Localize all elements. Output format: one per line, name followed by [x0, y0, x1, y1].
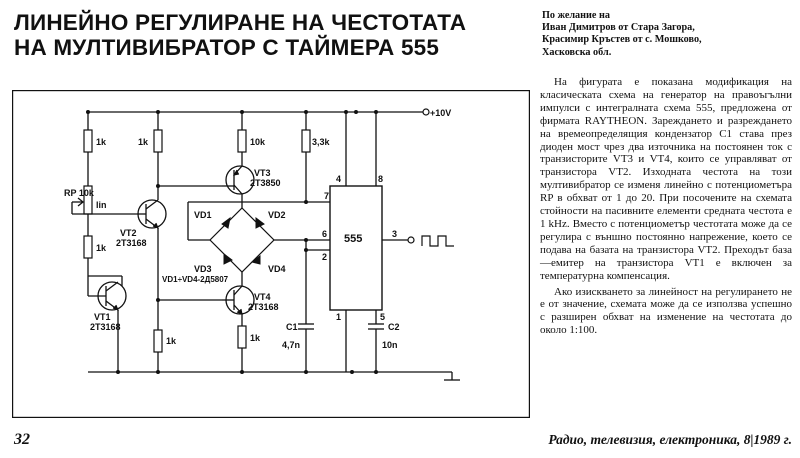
- article-body: На фигурата е показана модификация на кл…: [540, 76, 792, 337]
- resistor-r5: [301, 129, 311, 153]
- square-wave-icon: [421, 235, 454, 247]
- supply-label: +10V: [430, 108, 451, 118]
- vt4-label: VT4: [254, 292, 271, 302]
- resistor-r3: [153, 129, 163, 153]
- circuit-schematic: +10V 1k RP 10k lin 1k VT2: [12, 90, 530, 418]
- title-line-1: ЛИНЕЙНО РЕГУЛИРАНЕ НА ЧЕСТОТАТА: [14, 10, 467, 35]
- vt1-label: VT1: [94, 312, 111, 322]
- vt2-label: VT2: [120, 228, 137, 238]
- diode-bridge: VD1 VD2 VD3 VD4 VD1÷VD4-2Д5807: [162, 207, 286, 284]
- vd4-label: VD4: [268, 264, 286, 274]
- ic-555: 555 4 8 3 1 5: [329, 110, 408, 372]
- journal-footer: Радио, телевизия, електроника, 8|1989 г.: [548, 432, 792, 447]
- rp-value: RP 10k: [64, 188, 95, 198]
- resistor-r4: [237, 129, 247, 153]
- capacitor-c2: C2 10n: [368, 322, 400, 372]
- pin7-label: 7: [324, 191, 329, 201]
- paragraph: На фигурата е показана модификация на кл…: [540, 76, 792, 282]
- pin1-label: 1: [336, 312, 341, 322]
- article-title: ЛИНЕЙНО РЕГУЛИРАНЕ НА ЧЕСТОТАТА НА МУЛТИ…: [14, 10, 534, 60]
- vt1-type: 2T3168: [90, 322, 121, 332]
- resistor-r6: [153, 329, 163, 353]
- title-line-2: НА МУЛТИВИБРАТОР С ТАЙМЕРА 555: [14, 35, 440, 60]
- c1-value: 4,7n: [282, 340, 300, 350]
- pin8-label: 8: [378, 174, 383, 184]
- pin4-label: 4: [336, 174, 341, 184]
- byline-line: По желание на: [542, 10, 610, 21]
- pin3-label: 3: [392, 229, 397, 239]
- paragraph: Ако изискването за линейност на регулира…: [540, 285, 792, 337]
- vd1-label: VD1: [194, 210, 212, 220]
- transistor-vt1: VT1 2T3168: [90, 281, 127, 332]
- ic-label: 555: [344, 233, 362, 245]
- transistor-vt3: VT3 2T3850: [222, 165, 281, 195]
- byline-line: Хасковска обл.: [542, 46, 612, 58]
- resistor-r2: [83, 235, 93, 259]
- page-number: 32: [14, 431, 30, 448]
- r7-value: 1k: [250, 333, 261, 343]
- capacitor-c1: C1 4,7n: [282, 322, 314, 372]
- r3-value: 1k: [138, 137, 149, 147]
- output-terminal: [407, 235, 454, 247]
- ground-rail: [88, 370, 460, 381]
- c1-label: C1: [286, 322, 298, 332]
- transistor-vt2: VT2 2T3168: [116, 199, 167, 248]
- c2-value: 10n: [382, 340, 398, 350]
- vd2-label: VD2: [268, 210, 286, 220]
- r4-value: 10k: [250, 137, 266, 147]
- vd3-label: VD3: [194, 264, 212, 274]
- pin5-label: 5: [380, 312, 385, 322]
- supply-rail: +10V: [86, 108, 451, 118]
- r1-value: 1k: [96, 137, 107, 147]
- transistor-vt4: VT4 2T3168: [222, 285, 279, 315]
- left-divider: 1k RP 10k lin 1k: [64, 112, 123, 290]
- byline-line: Иван Димитров от Стара Загора,: [542, 22, 695, 34]
- c2-label: C2: [388, 322, 400, 332]
- byline: По желание на Иван Димитров от Стара Заг…: [542, 10, 792, 59]
- vt4-type: 2T3168: [248, 302, 279, 312]
- resistor-r1: [83, 129, 93, 153]
- pin2-label: 2: [322, 252, 327, 262]
- r5-value: 3,3k: [312, 137, 331, 147]
- vt2-type: 2T3168: [116, 238, 147, 248]
- pin6-label: 6: [322, 229, 327, 239]
- vt3-type: 2T3850: [250, 178, 281, 188]
- resistor-r7: [237, 325, 247, 349]
- rp-lin: lin: [96, 200, 107, 210]
- diodes-type: VD1÷VD4-2Д5807: [162, 275, 229, 284]
- r6-value: 1k: [166, 336, 177, 346]
- r2-value: 1k: [96, 243, 107, 253]
- byline-line: Красимир Кръстев от с. Мошково,: [542, 34, 702, 46]
- vt3-label: VT3: [254, 168, 271, 178]
